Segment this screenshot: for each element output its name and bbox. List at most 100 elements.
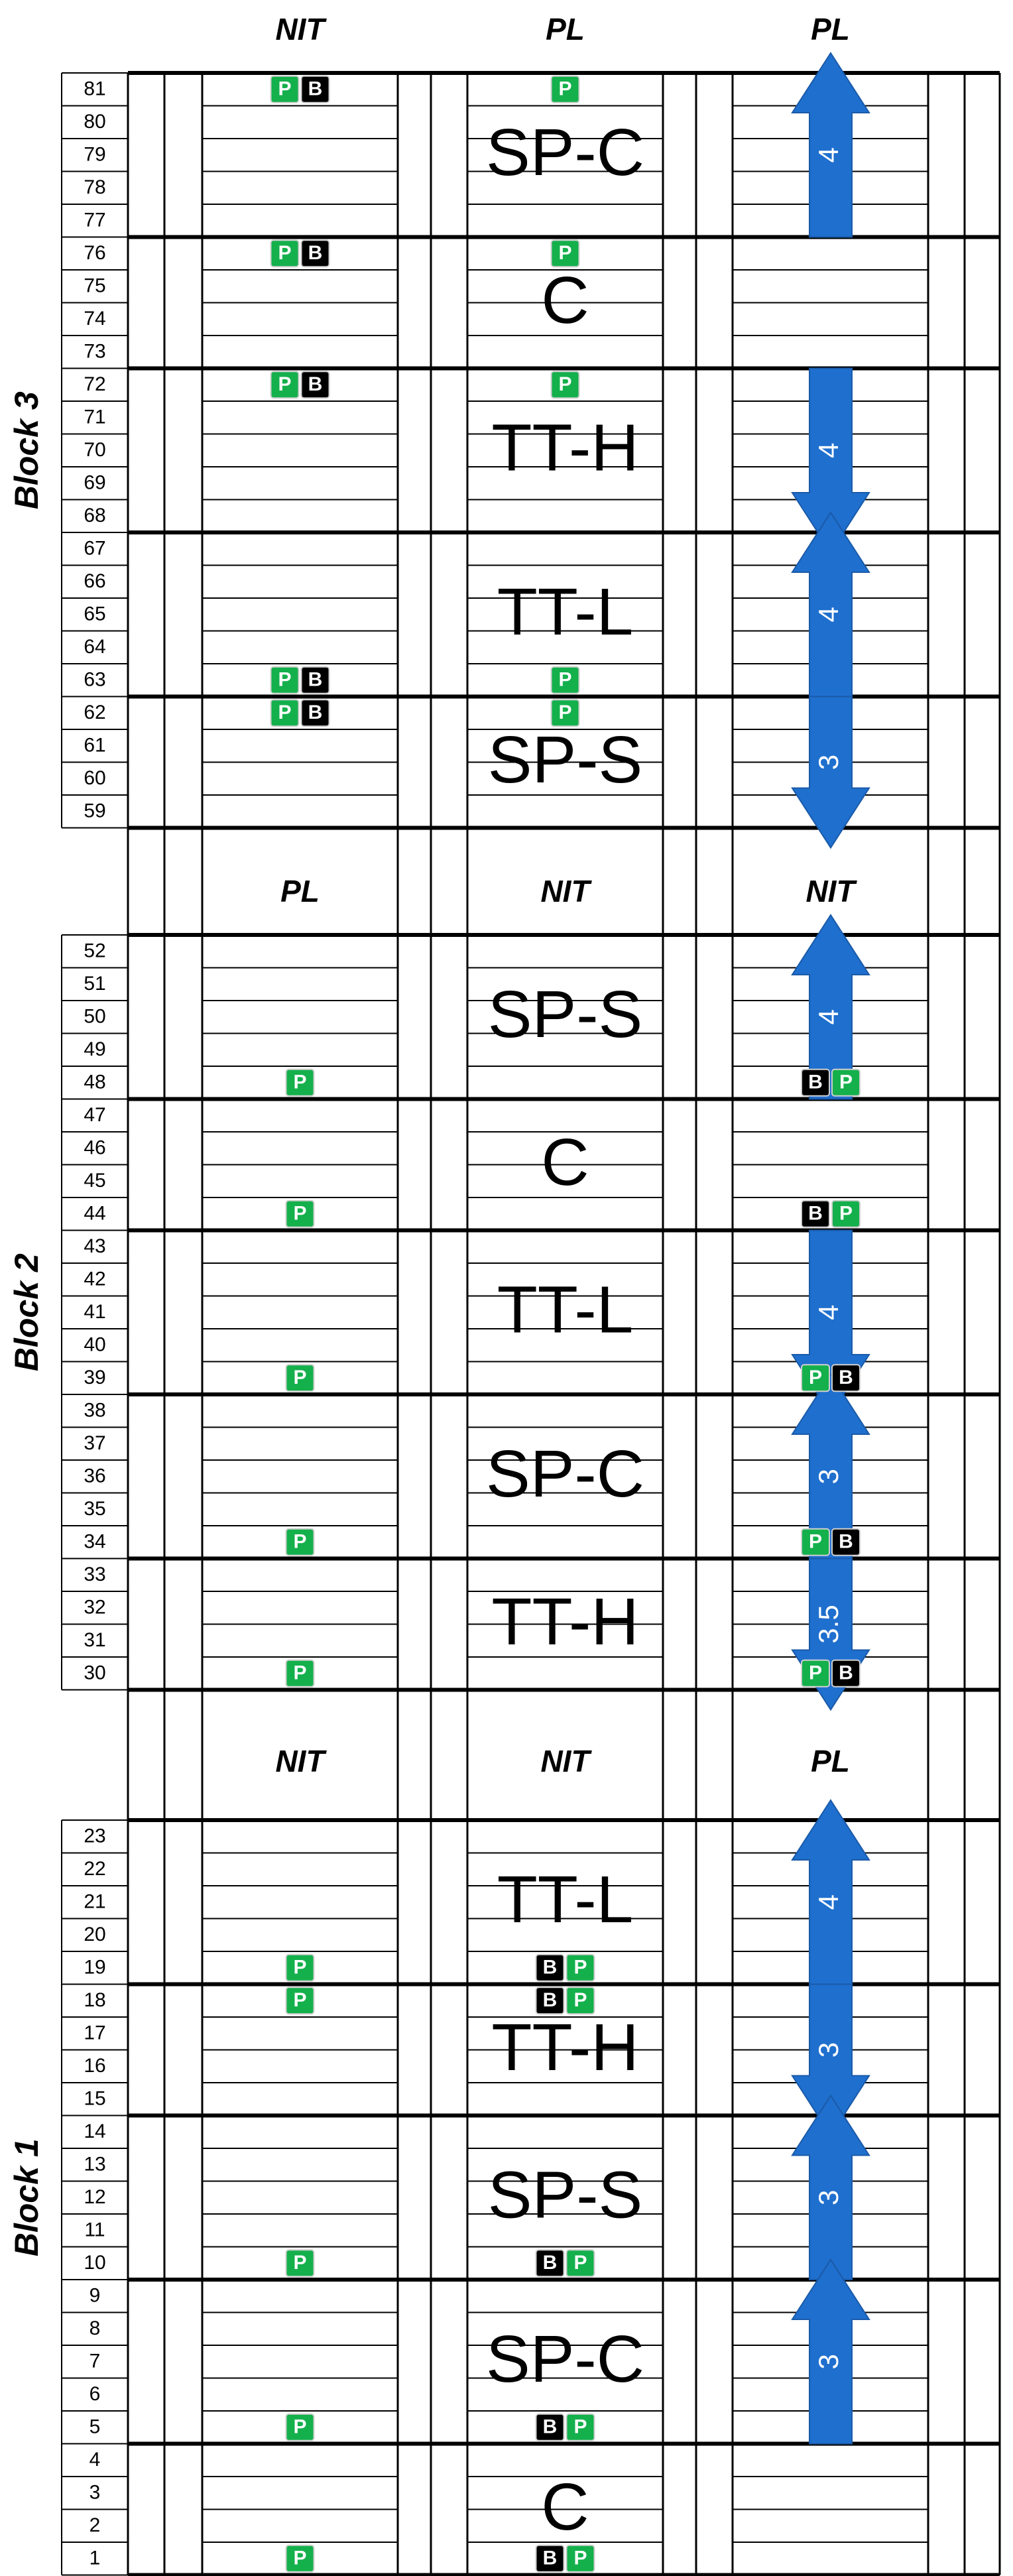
treatment-label: C <box>541 263 589 337</box>
p-badge <box>270 666 300 694</box>
b-badge <box>801 1199 830 1228</box>
row-number: 3 <box>89 2482 101 2504</box>
badge-letter: P <box>558 78 571 100</box>
row-number: 40 <box>84 1334 105 1356</box>
p-badge <box>566 2544 595 2573</box>
badge-letter: P <box>278 373 291 395</box>
badge-letter: P <box>573 2252 587 2274</box>
row-number: 41 <box>84 1301 105 1323</box>
p-badge <box>285 1659 315 1687</box>
badge-letter: B <box>808 1203 823 1225</box>
badge-letter: P <box>573 1957 587 1979</box>
flow-arrow <box>791 1799 870 1985</box>
p-badge <box>831 1199 861 1228</box>
p-badge <box>550 371 580 399</box>
b-badge <box>831 1364 861 1392</box>
badge-letter: P <box>558 242 571 264</box>
row-number: 80 <box>84 111 105 133</box>
row-number: 75 <box>84 275 105 297</box>
arrow-label: 3 <box>813 755 844 770</box>
badge-letter: B <box>839 1662 853 1684</box>
badge-letter: P <box>293 1989 306 2011</box>
arrow-label: 3 <box>813 2190 844 2205</box>
row-number: 12 <box>84 2186 105 2208</box>
column-header: PL <box>811 12 850 46</box>
column-header: NIT <box>540 874 592 908</box>
arrow-label: 3 <box>813 2042 844 2057</box>
row-number: 42 <box>84 1268 105 1290</box>
row-number: 16 <box>84 2055 105 2077</box>
flow-arrow <box>791 2094 870 2280</box>
badge-letter: P <box>293 2416 306 2438</box>
badge-letter: P <box>293 2547 306 2569</box>
badge-letter: P <box>839 1072 853 1093</box>
arrow-label: 3 <box>813 1469 844 1484</box>
row-number: 31 <box>84 1629 105 1651</box>
arrow-label: 4 <box>813 147 844 162</box>
badge-letter: B <box>308 373 323 395</box>
badge-letter: B <box>808 1072 823 1093</box>
flow-arrow <box>791 2258 870 2445</box>
badge-letter: B <box>543 1957 558 1979</box>
row-number: 15 <box>84 2088 105 2110</box>
b-badge <box>300 371 330 399</box>
row-number: 35 <box>84 1498 105 1520</box>
p-badge <box>285 1528 315 1556</box>
row-number: 47 <box>84 1104 105 1126</box>
row-number: 38 <box>84 1400 105 1422</box>
row-number: 78 <box>84 176 105 198</box>
p-badge <box>550 666 580 694</box>
flow-arrow <box>791 1983 870 2137</box>
badge-letter: P <box>558 373 571 395</box>
p-badge <box>285 1953 315 1982</box>
badge-letter: P <box>809 1531 822 1553</box>
flow-arrow <box>791 52 870 238</box>
p-badge <box>550 239 580 268</box>
row-number: 71 <box>84 406 105 428</box>
row-number: 44 <box>84 1203 105 1225</box>
row-number: 20 <box>84 1924 105 1945</box>
row-number: 50 <box>84 1006 105 1028</box>
b-badge <box>535 1953 565 1982</box>
treatment-label: TT-H <box>491 1585 638 1659</box>
treatment-label: SP-S <box>488 977 642 1052</box>
arrow-label: 3.5 <box>813 1605 844 1643</box>
treatment-label: SP-C <box>486 115 644 190</box>
row-number: 66 <box>84 570 105 592</box>
badge-letter: P <box>809 1662 822 1684</box>
p-badge <box>270 75 300 103</box>
row-number: 21 <box>84 1891 105 1913</box>
row-number: 32 <box>84 1597 105 1619</box>
row-number: 36 <box>84 1465 105 1487</box>
badge-letter: P <box>293 1957 306 1979</box>
p-badge <box>550 699 580 727</box>
row-number: 73 <box>84 341 105 363</box>
row-number: 8 <box>89 2317 101 2339</box>
badge-letter: P <box>278 242 291 264</box>
row-number: 43 <box>84 1235 105 1257</box>
b-badge <box>535 2249 565 2278</box>
p-badge <box>566 2249 595 2278</box>
row-number: 14 <box>84 2120 105 2142</box>
row-number: 59 <box>84 800 105 822</box>
b-badge <box>300 699 330 727</box>
row-number: 52 <box>84 940 105 962</box>
p-badge <box>801 1528 830 1556</box>
row-number: 61 <box>84 735 105 757</box>
column-header: PL <box>546 12 585 46</box>
badge-letter: B <box>543 1989 558 2011</box>
block-label: Block 1 <box>8 2138 45 2256</box>
b-badge <box>535 1987 565 2015</box>
row-number: 68 <box>84 505 105 526</box>
p-badge <box>285 2249 315 2278</box>
row-number: 67 <box>84 538 105 560</box>
arrow-label: 4 <box>813 1894 844 1910</box>
badge-letter: P <box>573 1989 587 2011</box>
badge-letter: P <box>573 2416 587 2438</box>
badge-letter: P <box>293 1662 306 1684</box>
treatment-label: SP-S <box>488 2158 642 2233</box>
row-number: 64 <box>84 636 105 658</box>
column-header: NIT <box>275 1744 327 1778</box>
